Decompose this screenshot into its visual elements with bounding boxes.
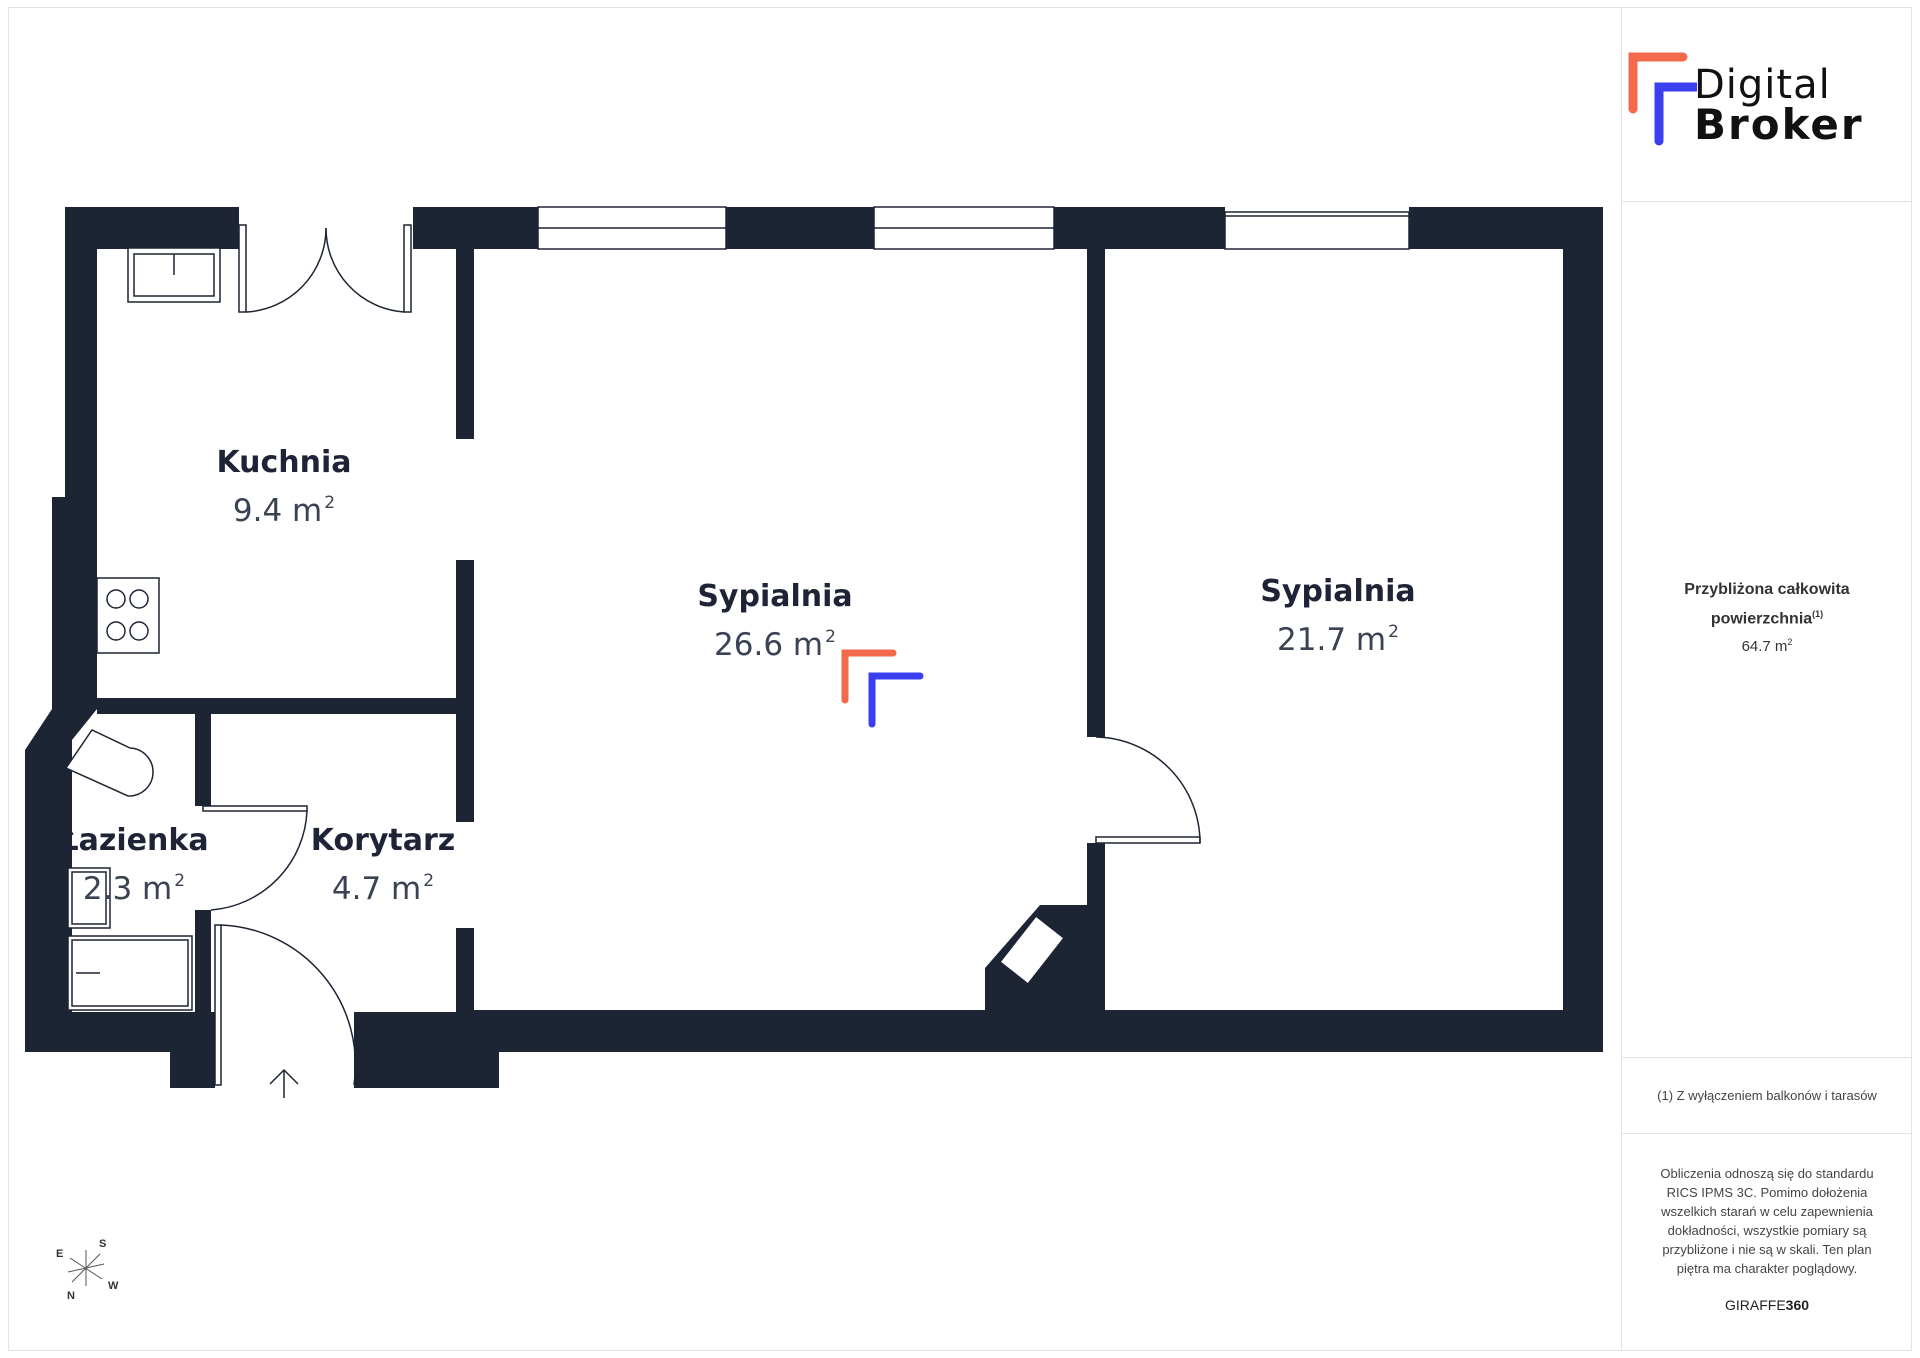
footnote: (1) Z wyłączeniem balkonów i tarasów [1622,1057,1912,1134]
wall-segment [52,497,97,709]
bathroom-door [202,805,308,911]
watermark-orange [841,649,897,704]
washbasin-inner [71,871,107,925]
compass-w: W [108,1280,119,1292]
wall-segment [170,1012,215,1088]
floor-plan [25,206,1603,1286]
window [1224,211,1410,250]
brand-logo: Digital Broker [1622,7,1912,202]
wall-segment [97,698,474,714]
wall-segment [456,249,474,439]
door-leaf [214,924,222,1086]
logo-orange [1628,52,1688,114]
burner [129,621,149,641]
info-sidebar: Digital Broker Przybliżona całkowita pow… [1621,7,1912,1351]
compass-e: E [56,1248,64,1260]
door-swing [1095,736,1201,844]
wall-segment [195,714,211,806]
wall-segment [456,1010,1603,1052]
walls [25,207,1603,1088]
room-name: Łazienka [59,823,209,858]
compass-rose-icon [67,1250,105,1286]
bathroom-fixtures [64,729,193,1011]
wall-segment [456,928,474,1012]
door-swing [220,924,357,1086]
logo-line2: Broker [1694,100,1864,149]
wall-segment [195,910,211,1012]
compass-n: N [67,1290,75,1302]
wall-segment [1563,207,1603,1052]
wall-segment [726,207,874,249]
bedroom-door [1095,736,1201,844]
wall-segment [65,207,97,497]
wardrobe-body [998,914,1066,986]
room-name: Korytarz [310,823,456,858]
burner [129,589,149,609]
room-name: Kuchnia [216,445,352,480]
total-area-section: Przybliżona całkowita powierzchnia(1) 64… [1622,577,1912,655]
wall-segment [456,560,474,822]
door-leaf [202,805,308,812]
door-leaf [238,224,247,313]
wall-segment [1087,843,1105,1012]
giraffe360-brand: GIRAFFE360 [1724,1297,1810,1313]
door-swing [325,227,405,313]
toilet [64,729,154,797]
burner [106,589,126,609]
stove [96,577,160,654]
room-name: Sypialnia [1260,574,1416,609]
wall-segment [413,207,538,249]
kitchen-sink [127,247,221,303]
compass-ray [67,1263,105,1273]
entrance-door [214,924,357,1098]
door-leaf [403,224,412,313]
compass-s: S [99,1238,107,1250]
digital-broker-logo-icon [1628,52,1697,146]
room-name: Sypialnia [697,579,853,614]
door-leaf [1095,836,1201,844]
wall-segment [1087,249,1105,737]
watermark-blue [868,672,924,728]
stove-top [96,577,160,654]
logo-text: Digital Broker [1694,62,1864,149]
entry-arrow-head [269,1068,299,1085]
wall-segment [25,709,97,1052]
logo-line1: Digital [1694,62,1831,108]
kitchen-door [238,224,412,313]
door-swing [245,227,327,313]
page-frame [8,7,1912,1351]
burner [106,621,126,641]
disclaimer-text: Obliczenia odnoszą się do standardu RICS… [1660,1166,1874,1276]
total-area-value: 64.7 m2 [1741,637,1793,656]
windows [537,206,1410,250]
wardrobe [998,914,1066,986]
watermark-logo-icon [841,649,924,728]
logo-blue [1654,82,1697,146]
door-swing [210,810,308,911]
total-area-label: Przybliżona całkowita powierzchnia(1) [1684,581,1850,628]
wall-segment [1054,207,1225,249]
